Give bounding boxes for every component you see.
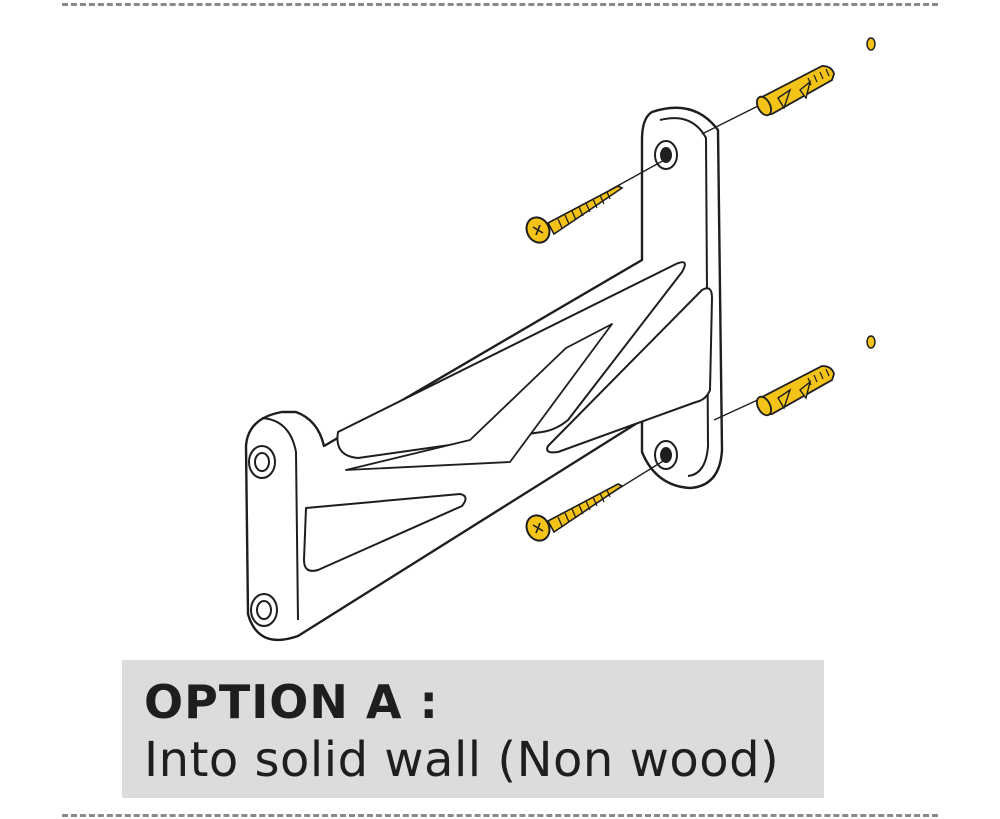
top-dashed-divider [62,3,938,6]
wall-bracket-icon [244,106,724,641]
option-subtitle: Into solid wall (Non wood) [144,732,780,788]
mounting-illustration [244,37,876,641]
wall-anchor-icon [753,65,835,119]
bottom-dashed-divider [62,814,938,817]
drill-hole-icon [866,335,876,349]
screw-icon [521,185,623,248]
option-caption: OPTION A : Into solid wall (Non wood) [122,660,824,798]
drill-hole-icon [248,140,678,627]
wall-anchor-icon [753,365,835,419]
drill-hole-icon [866,37,876,51]
screw-icon [521,483,623,546]
option-title: OPTION A : [144,675,439,729]
